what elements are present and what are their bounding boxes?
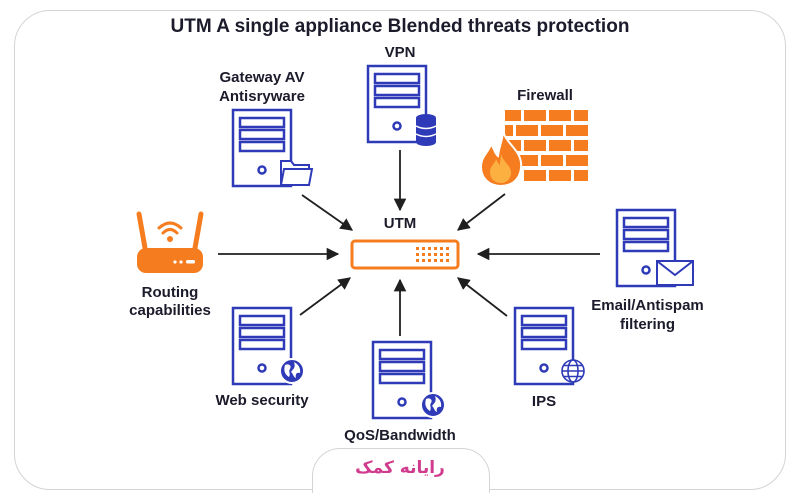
utm-appliance-icon	[350, 239, 460, 270]
brand-logo: رایانه کمک	[355, 458, 445, 478]
label-routing-line1: Routing	[141, 284, 199, 301]
label-web-security: Web security	[215, 392, 309, 409]
logo-tab	[312, 448, 490, 493]
envelope-icon	[656, 260, 694, 286]
arrow-firewall	[456, 193, 506, 231]
ips-server-icon	[513, 306, 575, 386]
folder-icon	[279, 160, 314, 186]
label-routing-line2: capabilities	[129, 302, 211, 319]
web-security-server-icon	[231, 306, 293, 386]
label-gateway-line1: Gateway AV	[219, 69, 305, 86]
label-gateway-line2: Antisryware	[219, 88, 305, 105]
label-email-line2: filtering	[620, 316, 675, 333]
diagram-title: UTM A single appliance Blended threats p…	[170, 16, 630, 37]
label-email-line1: Email/Antispam	[591, 297, 704, 314]
label-vpn: VPN	[384, 44, 416, 61]
label-utm: UTM	[383, 215, 417, 232]
database-icon	[415, 114, 437, 146]
arrow-gateway	[301, 194, 354, 231]
label-firewall: Firewall	[517, 87, 573, 104]
arrow-web	[299, 277, 352, 316]
email-server-icon	[615, 208, 677, 288]
label-ips: IPS	[531, 393, 557, 410]
arrow-ips	[457, 277, 508, 317]
vpn-server-icon	[366, 64, 428, 144]
connection-arrows	[218, 150, 600, 336]
label-qos-line1: QoS/Bandwidth	[344, 427, 456, 444]
flame-icon	[479, 129, 523, 188]
globe-icon	[279, 358, 305, 384]
globe-outline-icon	[561, 359, 585, 383]
globe-icon	[420, 392, 446, 418]
router-icon	[136, 211, 204, 273]
